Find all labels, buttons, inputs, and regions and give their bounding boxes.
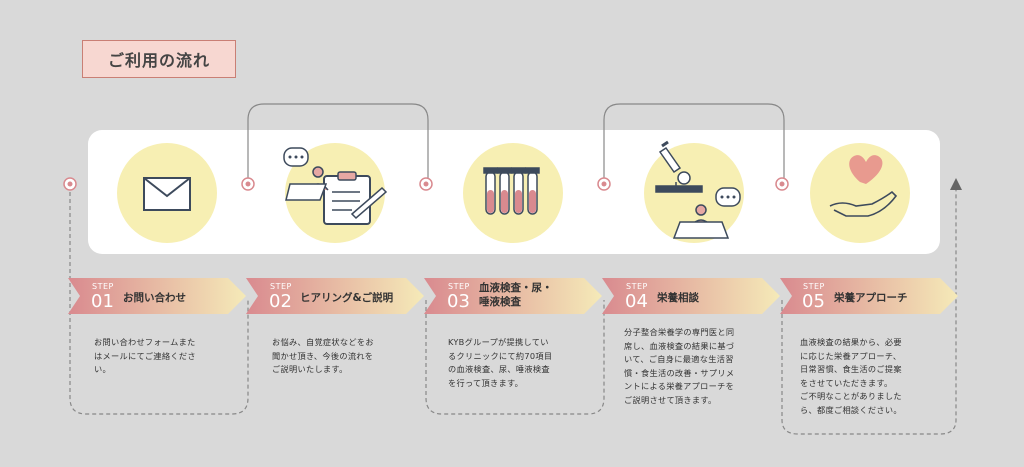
person-icon — [672, 204, 730, 239]
step-description: 分子整合栄養学の専門医と同席し、血液検査の結果に基づいて、ご自身に最適な生活習慣… — [624, 327, 735, 405]
step-arrows — [68, 278, 958, 314]
speech-bubble-icon — [715, 187, 741, 207]
step-title: 栄養相談 — [657, 292, 699, 304]
arrow-up-icon — [950, 178, 962, 190]
step-word: STEP — [270, 282, 292, 291]
step-number: 01 — [91, 291, 114, 312]
person-icon — [285, 166, 329, 201]
connector-dots — [63, 177, 789, 191]
test-tubes-icon — [483, 167, 540, 215]
step-title: 栄養アプローチ — [834, 292, 908, 304]
hand-heart-icon — [829, 155, 898, 217]
speech-bubble-icon — [283, 147, 309, 167]
step-number: 02 — [269, 291, 292, 312]
step-number: 04 — [625, 291, 648, 312]
dashed-connectors — [69, 190, 957, 435]
page-title: ご利用の流れ — [82, 40, 236, 78]
step-word: STEP — [448, 282, 470, 291]
clipboard-icon — [323, 171, 388, 225]
step-word: STEP — [626, 282, 648, 291]
step-description: お悩み、自覚症状などをお聞かせ頂き、今後の流れをご説明いたします。 — [272, 337, 374, 374]
solid-connectors — [247, 103, 785, 184]
step-title: ヒアリング&ご説明 — [300, 292, 394, 304]
step-description: お問い合わせフォームまたはメールにてご連絡ください。 — [94, 337, 196, 374]
step-description: KYBグループが提携しているクリニックにて約70項目の血液検査、尿、唾液検査を行… — [448, 337, 553, 388]
step-number: 05 — [802, 291, 825, 312]
step-title: 血液検査・尿・唾液検査 — [479, 282, 553, 308]
step-description: 血液検査の結果から、必要に応じた栄養アプローチ、日常習慣、食生活のご提案をさせて… — [800, 337, 902, 415]
step-title: お問い合わせ — [123, 292, 186, 304]
microscope-icon — [655, 140, 703, 193]
step-word: STEP — [803, 282, 825, 291]
envelope-icon — [143, 177, 191, 211]
step-word: STEP — [92, 282, 114, 291]
step-number: 03 — [447, 291, 470, 312]
